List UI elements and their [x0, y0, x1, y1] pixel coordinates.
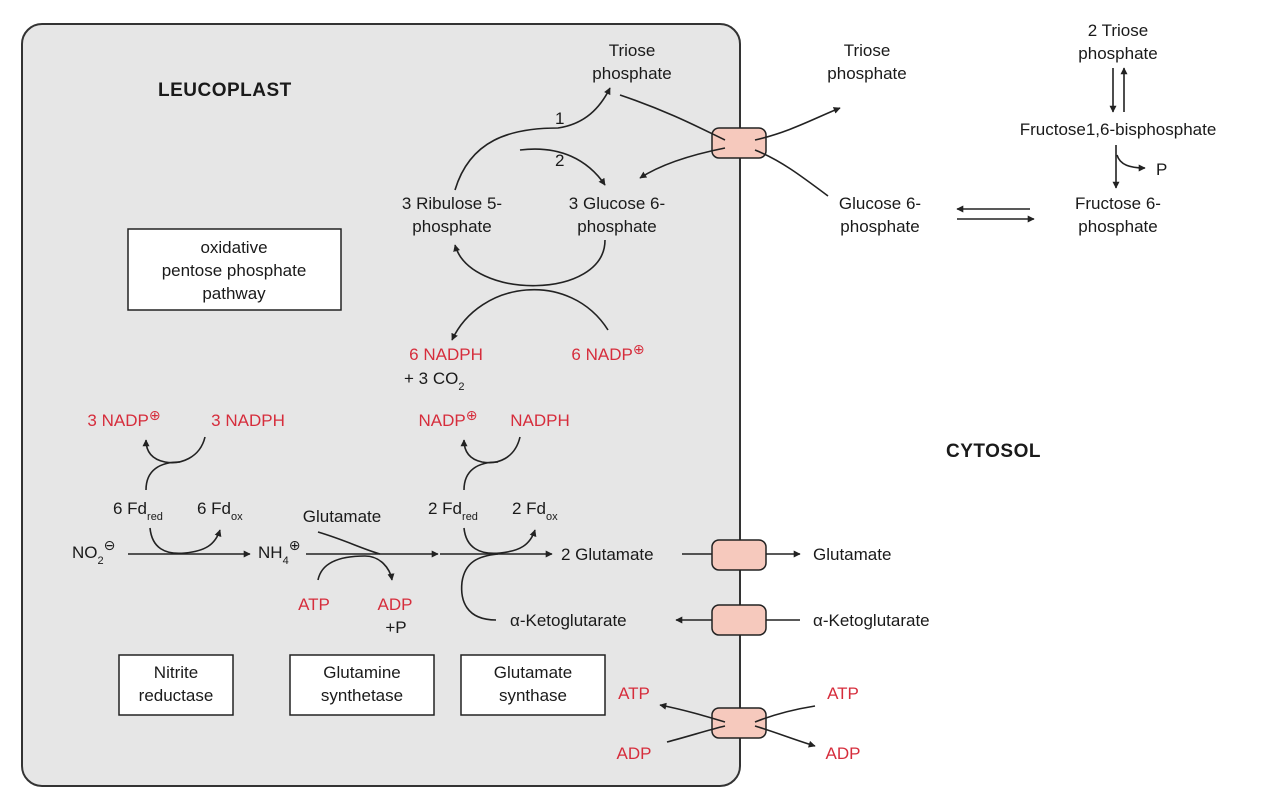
arrow-atp-into-plastid — [754, 705, 816, 723]
atp-gs-label: ATP — [298, 595, 330, 614]
fructose-6-phosphate-line-1: Fructose 6- — [1075, 194, 1161, 213]
plastid-triose-phosphate-line-1: Triose — [609, 41, 656, 60]
cytosol-glucose-6-phosphate-line-2: phosphate — [840, 217, 919, 236]
nadph-label: NADPH — [510, 411, 570, 430]
arrow-fd2-red-to-ox — [463, 527, 537, 555]
cytosol-alpha-ketoglutarate-label: α-Ketoglutarate — [813, 611, 930, 630]
glutamate-synthase-box: Glutamate synthase — [460, 654, 606, 716]
ribulose-5-phosphate-line-1: 3 Ribulose 5- — [402, 194, 502, 213]
plastid-triose-phosphate-line-2: phosphate — [592, 64, 671, 83]
arrow-fd-cycle-nadph-to-nadp — [142, 436, 206, 464]
atp-adp-translocator — [711, 707, 767, 739]
arrow-ribulose-to-triose — [454, 87, 611, 191]
adp-gs-label: ADP — [378, 595, 413, 614]
arrow-g6p-import-out — [639, 147, 726, 179]
fructose-1-6-bisphosphate: Fructose1,6-bisphosphate — [1020, 120, 1217, 139]
fd2-ox-label: 2 Fdox — [512, 499, 558, 523]
glutamine-synthetase-line-2: synthetase — [321, 686, 403, 705]
arrow-aketo-into-gogat — [460, 553, 499, 621]
plastid-glucose-6-phosphate-line-2: phosphate — [577, 217, 656, 236]
glutamate-input-label: Glutamate — [303, 507, 381, 526]
cytosol-glutamate-label: Glutamate — [813, 545, 891, 564]
arrow-fd-cycle-nadp-back — [145, 461, 181, 491]
cytosol-adp-label: ADP — [826, 744, 861, 763]
nitrite-reductase-line-2: reductase — [139, 686, 214, 705]
glutamate-transporter — [711, 539, 767, 571]
fd6-red-label: 6 Fdred — [113, 499, 163, 523]
oppp-enzyme-box: oxidative pentose phosphate pathway — [127, 228, 342, 311]
nadph-3-label: 3 NADPH — [211, 411, 285, 430]
triose-g6p-transporter — [711, 127, 767, 159]
nadph-6-label: 6 NADPH — [409, 345, 483, 364]
arrow-triose-export-in — [619, 94, 726, 141]
nadp-6-label: 6 NADP⊕ — [571, 341, 644, 364]
co2-label: + 3 CO2 — [404, 369, 464, 393]
fructose-6-phosphate-line-2: phosphate — [1078, 217, 1157, 236]
arrow-atp-to-adp — [317, 555, 395, 581]
nitrite-reductase-line-1: Nitrite — [154, 663, 198, 682]
two-triose-phosphate-line-2: phosphate — [1078, 44, 1157, 63]
plastid-glucose-6-phosphate-line-1: 3 Glucose 6- — [569, 194, 665, 213]
phosphate-gs-label: +P — [385, 618, 406, 637]
nitrite-reductase-box: Nitrite reductase — [118, 654, 234, 716]
fd2-red-label: 2 Fdred — [428, 499, 478, 523]
arrow-glucose-to-ribulose — [453, 239, 606, 287]
fd6-ox-label: 6 Fdox — [197, 499, 243, 523]
arrow-gogat-nadph-to-nadp — [460, 436, 521, 464]
arrow-ribulose-to-glucose — [519, 148, 606, 186]
glutamate-synthase-line-2: synthase — [499, 686, 567, 705]
cytosol-triose-phosphate-line-2: phosphate — [827, 64, 906, 83]
cytosol-atp-label: ATP — [827, 684, 859, 703]
plastid-adp-label: ADP — [617, 744, 652, 763]
arrow-nadp-to-nadph — [451, 288, 609, 341]
cytosol-triose-phosphate-line-1: Triose — [844, 41, 891, 60]
arrow-atp-into-plastid-head — [659, 702, 726, 723]
oppp-line-2: pentose phosphate — [162, 261, 307, 280]
two-triose-phosphate-line-1: 2 Triose — [1088, 21, 1148, 40]
leucoplast-label: LEUCOPLAST — [158, 80, 292, 101]
step-1-label: 1 — [555, 109, 564, 128]
phosphate-label: P — [1156, 160, 1167, 179]
cytosol-label: CYTOSOL — [946, 441, 1041, 462]
leucoplast-compartment — [21, 23, 741, 787]
arrow-fd6-red-to-ox — [149, 527, 222, 555]
glutamine-synthetase-line-1: Glutamine — [323, 663, 400, 682]
glutamine-synthetase-box: Glutamine synthetase — [289, 654, 435, 716]
arrow-adp-out-of-plastid-head — [754, 725, 816, 748]
step-2-label: 2 — [555, 151, 564, 170]
plastid-atp-label: ATP — [618, 684, 650, 703]
glutamate-synthase-line-1: Glutamate — [494, 663, 572, 682]
oppp-line-1: oxidative — [200, 238, 267, 257]
arrow-adp-out-of-plastid — [666, 725, 726, 743]
arrow-g6p-import-in — [754, 149, 829, 197]
two-glutamate-label: 2 Glutamate — [561, 545, 654, 564]
plastid-alpha-ketoglutarate-label: α-Ketoglutarate — [510, 611, 627, 630]
arrow-gogat-nadp-back — [463, 461, 499, 491]
ammonium-label: NH4⊕ — [258, 537, 300, 567]
oppp-line-3: pathway — [202, 284, 266, 303]
arrow-phosphate-release — [1116, 154, 1146, 172]
arrow-glutamate-into-gs — [317, 531, 381, 555]
alpha-ketoglutarate-transporter — [711, 604, 767, 636]
nitrite-label: NO2⊖ — [72, 537, 115, 567]
cytosol-glucose-6-phosphate-line-1: Glucose 6- — [839, 194, 921, 213]
nadp-label: NADP⊕ — [419, 407, 478, 430]
ribulose-5-phosphate-line-2: phosphate — [412, 217, 491, 236]
arrow-triose-export-out — [754, 107, 841, 141]
nadp-3-label: 3 NADP⊕ — [87, 407, 160, 430]
